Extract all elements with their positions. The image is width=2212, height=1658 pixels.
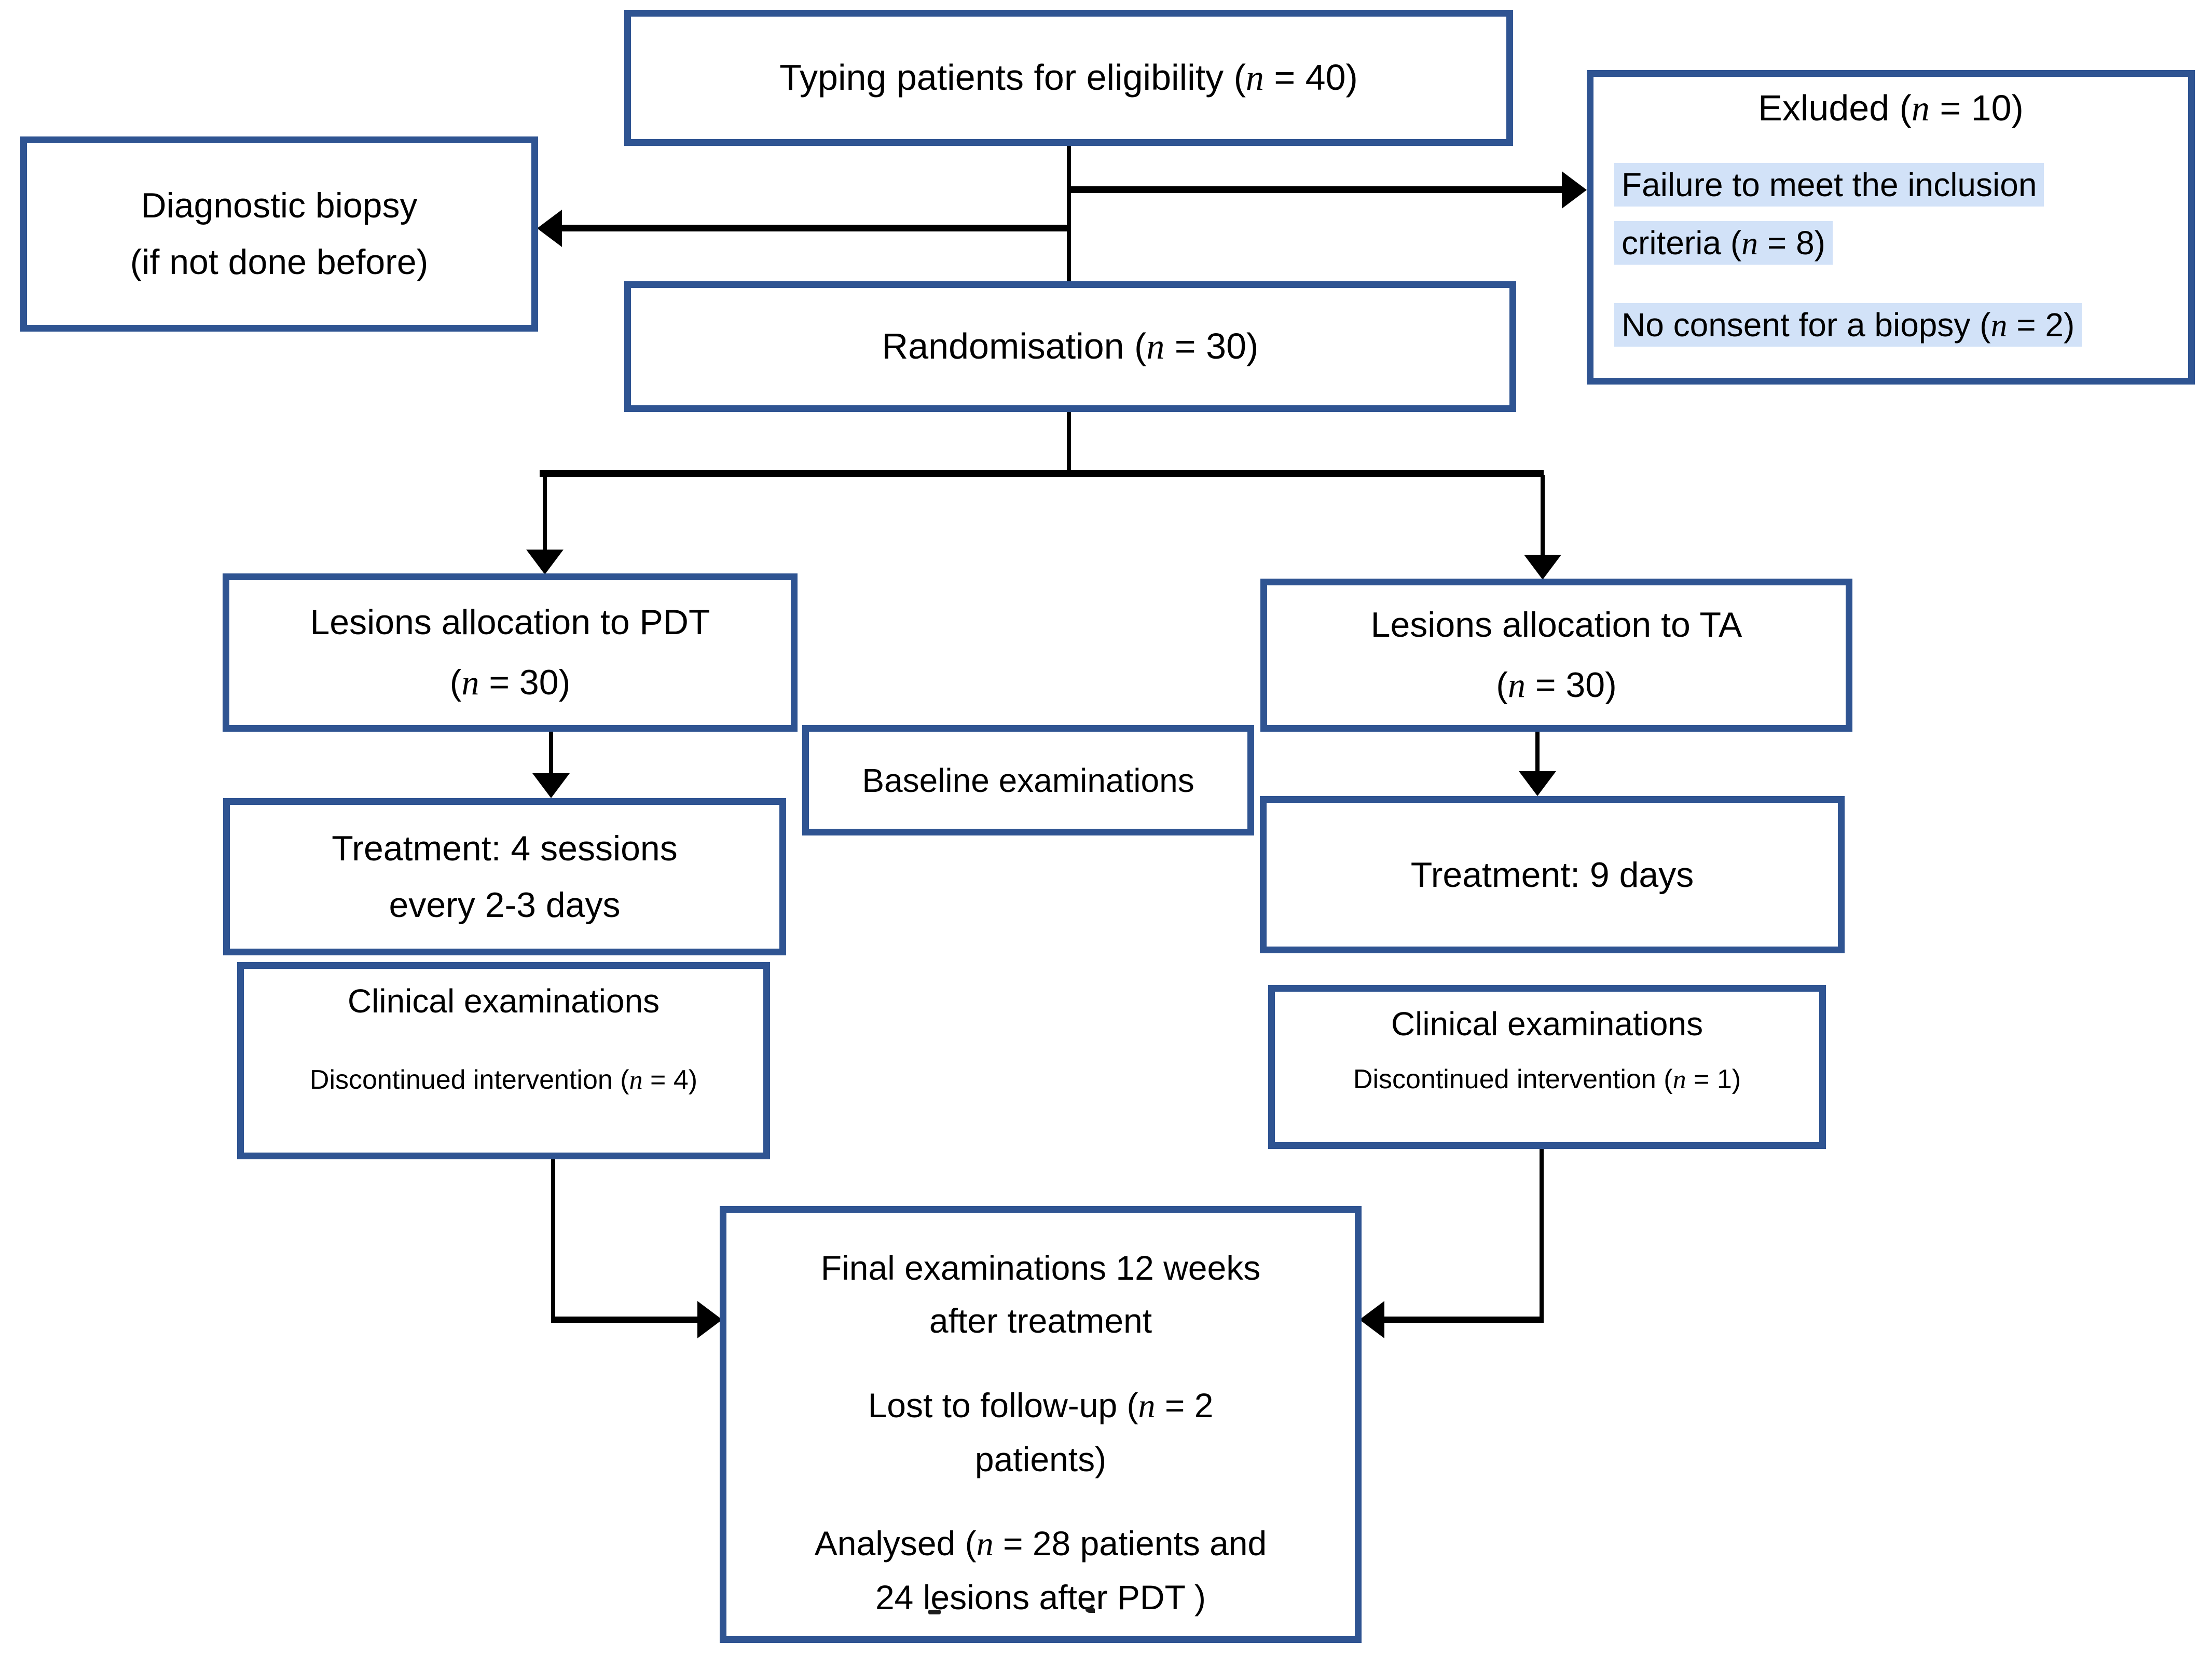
connector-randomisation-split [1067,412,1071,473]
diagnostic-biopsy-box: Diagnostic biopsy (if not done before) [20,136,538,332]
excluded-box: Exluded (n = 10) Failure to meet the inc… [1587,70,2195,385]
ta-treatment-box: Treatment: 9 days [1260,796,1845,953]
arrow-left-icon [537,210,562,247]
ta-clinical-box: Clinical examinations Discontinued inter… [1268,985,1826,1149]
connector-clinical-ta-final-h [1384,1317,1544,1323]
connector-clinical-ta-final [1540,1148,1544,1320]
baseline-examinations-box: Baseline examinations [802,725,1254,835]
pdt-treatment-line2: every 2-3 days [389,885,621,925]
final-line1: Final examinations 12 weeks [820,1249,1261,1287]
connector-split-pdt [543,475,547,552]
cropped-text-artifact [928,1610,941,1614]
connector-to-excluded [1069,186,1563,193]
excluded-reason-consent: No consent for a biopsy (n = 2) [1614,296,2138,354]
pdt-allocation-line1: Lesions allocation to PDT [310,602,710,642]
lost-line2: patients) [974,1440,1107,1478]
screening-box: Typing patients for eligibility (n = 40) [624,10,1513,146]
final-examinations-box: Final examinations 12 weeks after treatm… [720,1206,1362,1643]
excluded-title: Exluded (n = 10) [1758,88,2024,129]
analysed-paragraph: Analysed (n = 28 patients and 24 lesions… [815,1517,1267,1624]
lost-to-followup-paragraph: Lost to follow-up (n = 2 patients) [868,1379,1214,1486]
cropped-text-artifact [1086,1607,1095,1613]
ta-clinical-title: Clinical examinations [1391,1005,1703,1043]
connector-clinical-pdt-final [551,1158,555,1320]
final-line2: after treatment [929,1301,1152,1340]
final-exams-paragraph: Final examinations 12 weeks after treatm… [821,1241,1260,1348]
baseline-label: Baseline examinations [862,761,1194,799]
connector-split-ta [1541,475,1545,556]
connector-pdt-treatment [549,731,553,774]
arrow-down-icon [1519,771,1556,796]
ta-allocation-line1: Lesions allocation to TA [1370,605,1742,645]
analysed-line1: Analysed (n = 28 patients and [814,1524,1267,1564]
lost-line1: Lost to follow-up (n = 2 [868,1386,1214,1425]
pdt-treatment-line1: Treatment: 4 sessions [332,828,678,868]
arrow-right-icon [1562,171,1587,209]
screening-label: Typing patients for eligibility (n = 40) [779,57,1358,98]
pdt-allocation-box: Lesions allocation to PDT (n = 30) [223,573,798,732]
pdt-clinical-title: Clinical examinations [347,982,660,1020]
pdt-treatment-box: Treatment: 4 sessions every 2-3 days [223,798,786,955]
arrow-down-icon [1524,555,1561,580]
arrow-right-icon [697,1301,722,1338]
connector-ta-treatment [1535,731,1540,772]
connector-screening-randomisation [1067,146,1071,282]
connector-to-diagnostic [562,225,1069,231]
ta-treatment-label: Treatment: 9 days [1410,855,1694,895]
diagnostic-line1: Diagnostic biopsy [141,186,418,226]
ta-allocation-count: (n = 30) [1496,665,1617,705]
pdt-allocation-count: (n = 30) [449,662,571,702]
arrow-down-icon [526,550,564,574]
connector-clinical-pdt-final-h [551,1317,698,1323]
diagnostic-line2: (if not done before) [130,242,429,282]
pdt-discontinued-label: Discontinued intervention (n = 4) [309,1065,698,1095]
ta-discontinued-label: Discontinued intervention (n = 1) [1353,1064,1741,1094]
randomisation-label: Randomisation (n = 30) [882,326,1259,367]
analysed-line2: 24 lesions after PDT ) [875,1578,1206,1617]
split-line [540,470,1544,477]
randomisation-box: Randomisation (n = 30) [624,281,1516,412]
ta-allocation-box: Lesions allocation to TA (n = 30) [1260,579,1852,732]
pdt-clinical-box: Clinical examinations Discontinued inter… [237,962,770,1159]
excluded-reason-inclusion: Failure to meet the inclusion criteria (… [1614,156,2138,272]
arrow-left-icon [1359,1301,1384,1338]
arrow-down-icon [532,773,570,798]
